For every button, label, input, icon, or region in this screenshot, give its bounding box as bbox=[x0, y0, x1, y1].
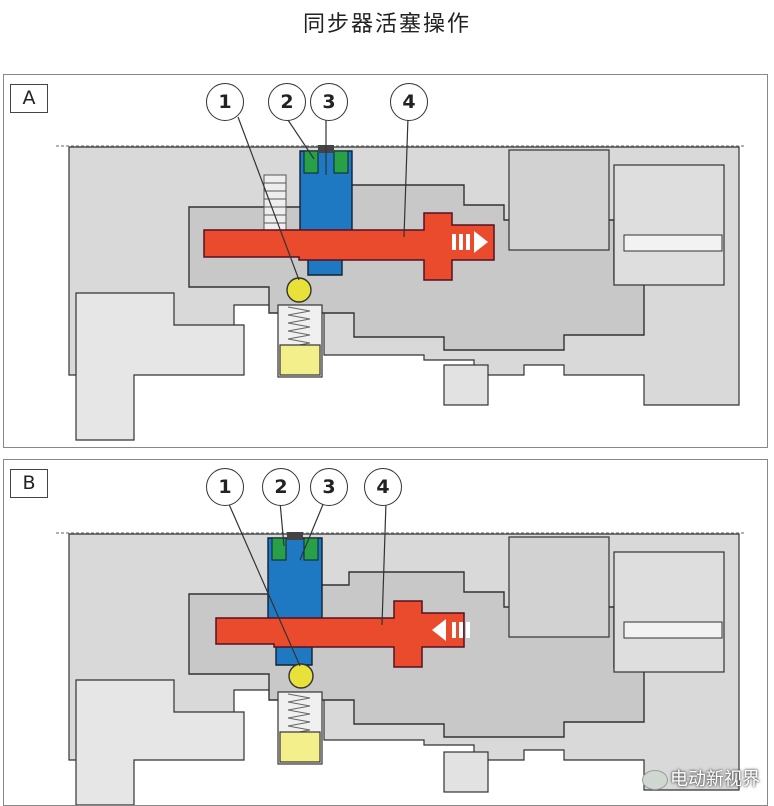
shift-rod bbox=[203, 212, 495, 281]
right-end-section bbox=[613, 551, 725, 673]
right-end-section bbox=[613, 164, 725, 286]
right-section bbox=[508, 149, 610, 251]
piston-cap bbox=[287, 532, 303, 540]
end-pin bbox=[623, 621, 723, 639]
panel-a: A 1 2 3 4 bbox=[3, 74, 768, 448]
arrow-left-icon bbox=[432, 619, 470, 641]
piston-seal-left bbox=[303, 150, 319, 174]
panel-tag: B bbox=[10, 469, 48, 498]
callout-4: 4 bbox=[364, 468, 402, 506]
housing-flange bbox=[75, 292, 245, 441]
detent-ball bbox=[288, 663, 314, 689]
callout-1: 1 bbox=[206, 468, 244, 506]
bolt bbox=[443, 364, 489, 406]
shift-rod bbox=[215, 600, 465, 668]
coil-stack bbox=[263, 174, 287, 236]
piston-seal-right bbox=[333, 150, 349, 174]
detent-ball bbox=[286, 277, 312, 303]
piston-seal-right bbox=[303, 537, 319, 561]
leader-4 bbox=[381, 501, 387, 626]
end-pin bbox=[623, 234, 723, 252]
bolt bbox=[443, 751, 489, 793]
detent-spring bbox=[287, 693, 311, 739]
leader-2 bbox=[279, 501, 285, 547]
panel-b: B 1 2 3 4 bbox=[3, 459, 768, 806]
synchronizer-diagram-a bbox=[56, 116, 744, 441]
leader-1 bbox=[237, 116, 300, 281]
callout-1: 1 bbox=[206, 83, 244, 121]
leader-2 bbox=[285, 116, 315, 160]
arrow-right-icon bbox=[452, 231, 488, 253]
callout-3: 3 bbox=[310, 83, 348, 121]
callout-3: 3 bbox=[310, 468, 348, 506]
piston-seal-left bbox=[271, 537, 287, 561]
housing-flange bbox=[75, 679, 245, 805]
detent-spring bbox=[287, 306, 311, 352]
detent-plug bbox=[279, 344, 321, 376]
wechat-icon bbox=[642, 770, 668, 790]
synchronizer-diagram-b bbox=[56, 501, 744, 805]
leader-3 bbox=[299, 501, 325, 561]
page-title: 同步器活塞操作 bbox=[302, 12, 471, 37]
panel-tag: A bbox=[10, 84, 48, 113]
callout-2: 2 bbox=[262, 468, 300, 506]
callout-2: 2 bbox=[268, 83, 306, 121]
detent-plug bbox=[279, 731, 321, 763]
watermark-text: 电动新视界 bbox=[670, 769, 760, 790]
right-section bbox=[508, 536, 610, 638]
watermark: 电动新视界 bbox=[642, 765, 760, 791]
leader-1 bbox=[227, 501, 301, 667]
callout-4: 4 bbox=[390, 83, 428, 121]
leader-4 bbox=[403, 116, 409, 238]
